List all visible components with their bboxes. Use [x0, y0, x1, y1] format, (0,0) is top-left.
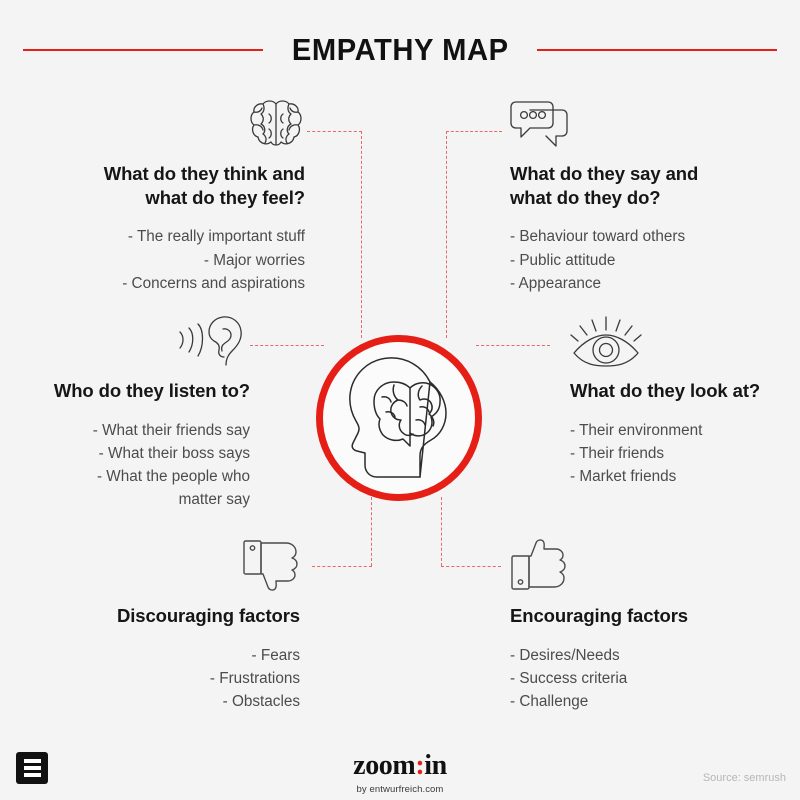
- list-item: - What their boss says: [98, 444, 250, 462]
- ear-icon: [179, 316, 242, 366]
- list-item: - Their friends: [570, 444, 665, 462]
- list-item: - Challenge: [510, 693, 589, 711]
- title-rule-right: [537, 49, 778, 51]
- list-item: - What the people who: [96, 468, 250, 486]
- list-item: - Frustrations: [209, 669, 300, 687]
- logo-bar: [23, 773, 41, 777]
- quadrant-bullets: - Fears - Frustrations - Obstacles: [70, 644, 300, 714]
- thumbs-down-icon: [243, 540, 298, 591]
- list-item: - Desires/Needs: [510, 646, 620, 664]
- connector-encouraging-horizontal: [441, 566, 501, 567]
- quadrant-bullets: - Behaviour toward others - Public attit…: [510, 225, 760, 295]
- quadrant-listen-to: Who do they listen to? - What their frie…: [15, 315, 250, 512]
- connector-look-at-horizontal: [476, 345, 550, 346]
- list-item: - Success criteria: [510, 669, 628, 687]
- eye-icon: [570, 316, 642, 367]
- brand-byline: by entwurfreich.com: [356, 784, 444, 795]
- list-item: - Major worries: [203, 251, 305, 269]
- list-item: - Fears: [251, 646, 300, 664]
- head-brain-icon: [349, 357, 447, 478]
- logo-bar: [23, 759, 41, 763]
- wordmark-in: in: [424, 750, 447, 781]
- wordmark-text: zoom:in: [0, 752, 800, 780]
- quadrant-heading: Encouraging factors: [510, 605, 688, 626]
- title-rule-left: [22, 49, 263, 51]
- quadrant-bullets: - What their friends say - What their bo…: [15, 419, 250, 512]
- connector-say-do-horizontal: [446, 131, 502, 132]
- list-item: - Appearance: [510, 274, 601, 292]
- brand-wordmark: zoom:in by entwurfreich.com: [0, 752, 800, 796]
- list-item: - Market friends: [570, 468, 677, 486]
- wordmark-colon: :: [415, 750, 425, 781]
- quadrant-heading: What do they look at?: [570, 380, 761, 401]
- connector-think-feel-vertical: [361, 131, 362, 338]
- quadrant-heading: Who do they listen to?: [53, 380, 250, 401]
- speech-bubbles-icon: [510, 101, 568, 147]
- quadrant-heading: Discouraging factors: [116, 605, 300, 626]
- list-item: - Their environment: [570, 421, 703, 439]
- connector-encouraging-vertical: [441, 497, 442, 566]
- quadrant-look-at: What do they look at? - Their environmen…: [570, 315, 795, 488]
- list-item: matter say: [178, 491, 250, 509]
- source-credit: Source: semrush: [702, 772, 786, 784]
- list-item: - Behaviour toward others: [510, 228, 686, 246]
- logo-bar: [23, 766, 41, 770]
- connector-say-do-vertical: [446, 131, 447, 338]
- list-item: - Concerns and aspirations: [122, 274, 305, 292]
- quadrant-bullets: - Their environment - Their friends - Ma…: [570, 419, 795, 489]
- thumbs-up-icon: [511, 539, 566, 590]
- list-item: - What their friends say: [92, 421, 250, 439]
- brand-square-logo: [16, 752, 48, 784]
- quadrant-discouraging: Discouraging factors - Fears - Frustrati…: [70, 538, 300, 713]
- title-bar: EMPATHY MAP: [0, 28, 800, 72]
- quadrant-encouraging: Encouraging factors - Desires/Needs - Su…: [510, 538, 750, 713]
- brain-icon: [250, 100, 302, 146]
- connector-think-feel-horizontal: [307, 131, 362, 132]
- connector-listen-to-horizontal: [250, 345, 324, 346]
- list-item: - The really important stuff: [127, 228, 305, 246]
- center-persona-circle: [316, 335, 482, 501]
- wordmark-zoom: zoom: [353, 750, 416, 781]
- connector-discouraging-horizontal: [312, 566, 372, 567]
- quadrant-bullets: - Desires/Needs - Success criteria - Cha…: [510, 644, 750, 714]
- list-item: - Obstacles: [222, 693, 300, 711]
- list-item: - Public attitude: [510, 251, 616, 269]
- quadrant-bullets: - The really important stuff - Major wor…: [60, 225, 305, 295]
- page-title: EMPATHY MAP: [291, 32, 509, 67]
- connector-discouraging-vertical: [371, 497, 372, 566]
